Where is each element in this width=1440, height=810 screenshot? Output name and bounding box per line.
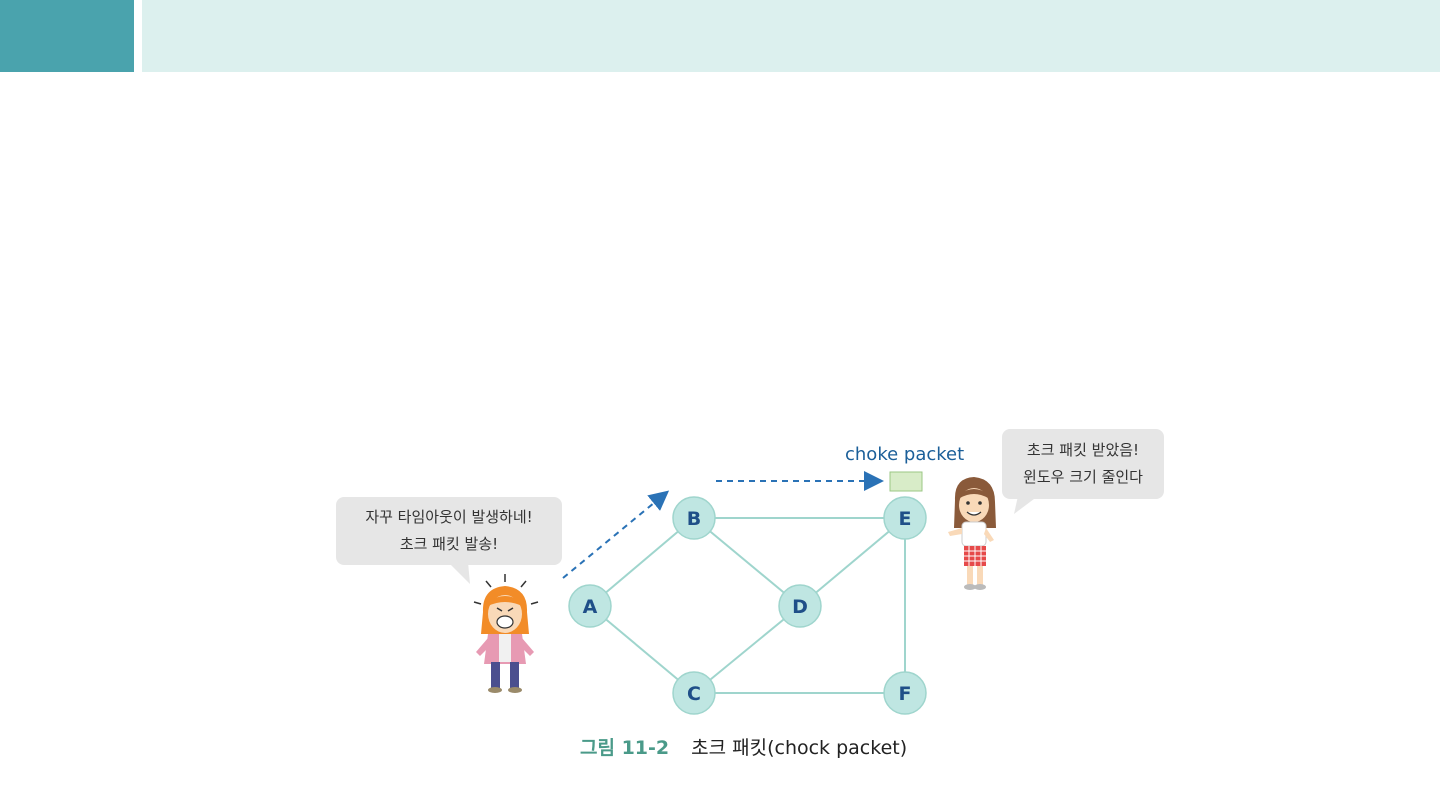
speech-bubble-receiver-line1: 초크 패킷 받았음! (1026, 441, 1140, 459)
node-E: E (883, 496, 927, 540)
node-A-circle (568, 584, 612, 628)
choke-arrow-diagonal (562, 490, 670, 579)
node-B-label: B (687, 508, 701, 530)
node-D: D (778, 584, 822, 628)
node-F: F (883, 671, 927, 715)
speech-bubble-sender: 자꾸 타임아웃이 발생하네! 초크 패킷 발송! (336, 497, 562, 565)
node-A-label: A (583, 596, 598, 618)
bubble-right-tail (1014, 496, 1038, 514)
node-C-label: C (687, 683, 701, 705)
node-B-circle (672, 496, 716, 540)
edge-D-E (799, 517, 906, 607)
node-F-label: F (899, 683, 912, 705)
edge-A-B (589, 517, 695, 607)
speech-bubble-sender-line2: 초크 패킷 발송! (399, 535, 499, 553)
node-D-label: D (792, 596, 808, 618)
node-C-circle (672, 671, 716, 715)
figure-caption-text: 초크 패킷(chock packet) (691, 737, 908, 759)
node-A: A (568, 584, 612, 628)
edge-A-C (589, 605, 695, 694)
speech-bubble-receiver: 초크 패킷 받았음! 윈도우 크기 줄인다 (1002, 429, 1164, 499)
node-D-circle (778, 584, 822, 628)
node-E-circle (883, 496, 927, 540)
choke-packet-box (889, 471, 923, 492)
speech-bubble-sender-line1: 자꾸 타임아웃이 발생하네! (365, 508, 533, 526)
header-accent-block (0, 0, 134, 72)
node-F-circle (883, 671, 927, 715)
character-receiver-illustration (948, 477, 996, 590)
node-E-label: E (899, 508, 912, 530)
figure-caption: 그림 11-2 초크 패킷(chock packet) (580, 733, 907, 760)
character-sender-illustration (473, 574, 539, 693)
speech-bubble-receiver-line2: 윈도우 크기 줄인다 (1023, 468, 1143, 486)
edge-B-D (693, 517, 801, 607)
network-nodes: A B C D E F (568, 496, 927, 715)
node-C: C (672, 671, 716, 715)
edge-C-D (693, 605, 801, 694)
header-bar (142, 0, 1440, 72)
figure-number: 그림 11-2 (580, 737, 670, 759)
node-B: B (672, 496, 716, 540)
bubble-left-tail (448, 562, 470, 584)
network-edges (589, 517, 906, 694)
choke-packet-label: choke packet (845, 444, 965, 465)
